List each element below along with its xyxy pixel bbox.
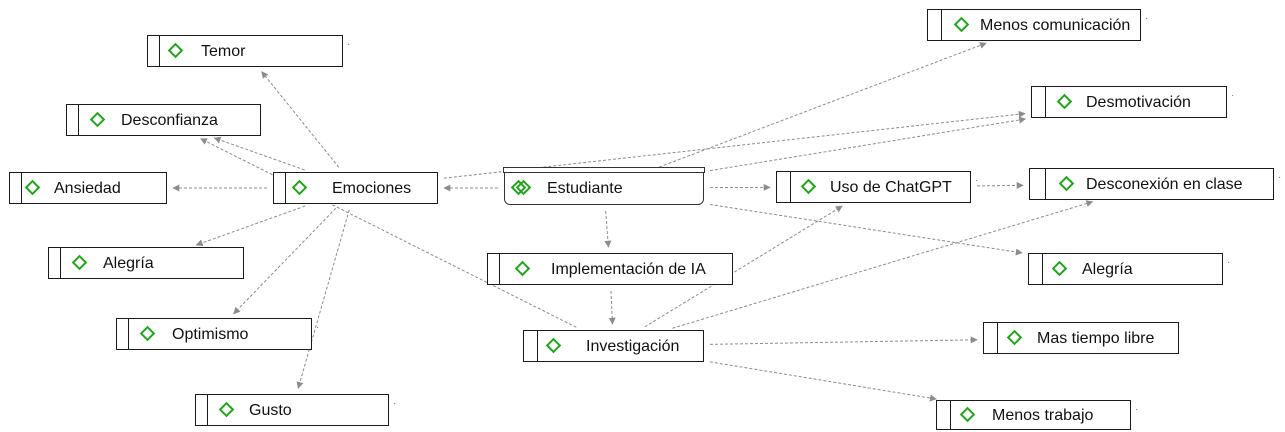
edge-emociones-to-desconfianza — [213, 136, 305, 171]
code-diamond-icon — [800, 178, 817, 195]
code-diamond-icon — [959, 406, 976, 423]
node-label: Uso de ChatGPT — [830, 179, 952, 196]
node-optimismo[interactable]: Optimismo . — [116, 318, 319, 350]
edge-investigacion-to-menos_trabajo — [709, 361, 937, 402]
code-diamond-icon — [545, 337, 562, 354]
node-label: Implementación de IA — [551, 261, 706, 278]
node-desconexion-en-clase[interactable]: Desconexión en clase . — [1029, 168, 1281, 200]
edge-investigacion-to-mas_tiempo — [709, 336, 978, 345]
edge-investigacion-to-uso_chatgpt — [644, 205, 843, 328]
node-alegria-left[interactable]: Alegría — [48, 247, 244, 279]
node-menos-comunicacion[interactable]: Menos comunicación . — [927, 9, 1148, 41]
edge-implementacion-to-investigacion — [608, 290, 616, 325]
edge-investigacion-to-desconfianza — [200, 138, 577, 328]
node-gusto[interactable]: Gusto . — [195, 394, 396, 426]
code-diamond-icon — [167, 42, 184, 59]
node-uso-de-chatgpt[interactable]: Uso de ChatGPT . — [776, 171, 978, 203]
node-mas-tiempo-libre[interactable]: Mas tiempo libre — [983, 322, 1179, 354]
node-label: Gusto — [249, 402, 292, 419]
code-diamond-icon — [71, 254, 88, 271]
node-label: Optimismo — [172, 326, 249, 343]
node-label: Ansiedad — [54, 180, 121, 197]
code-diamond-icon — [953, 16, 970, 33]
node-label: Menos trabajo — [992, 407, 1094, 424]
code-diamond-icon — [514, 260, 531, 277]
node-label: Menos comunicación — [980, 17, 1131, 34]
node-implementacion-ia[interactable]: Implementación de IA — [487, 253, 733, 285]
node-label: Desmotivación — [1086, 94, 1191, 111]
node-label: Emociones — [332, 180, 412, 197]
edge-estudiante-to-implementacion — [604, 210, 612, 248]
node-label: Temor — [201, 43, 246, 60]
node-label: Desconfianza — [121, 112, 218, 129]
edge-estudiante-to-alegria_right — [709, 203, 1023, 256]
edge-emociones-to-temor — [261, 71, 340, 168]
code-diamond-icon — [1058, 175, 1075, 192]
node-label: Mas tiempo libre — [1037, 330, 1155, 347]
node-menos-trabajo[interactable]: Menos trabajo . — [936, 400, 1138, 430]
edge-emociones-to-alegria_left — [195, 205, 306, 247]
code-diamond-icon — [1051, 260, 1068, 277]
code-diamond-icon — [24, 179, 41, 196]
node-label: Alegría — [1082, 261, 1133, 278]
edge-estudiante-to-desmotivacion — [709, 116, 1027, 172]
code-diamond-icon — [139, 325, 156, 342]
code-diamond-icon — [218, 401, 235, 418]
edge-estudiante-to-menos_comunicacion — [654, 42, 987, 170]
node-label: Alegría — [103, 255, 154, 272]
node-desconfianza[interactable]: Desconfianza — [66, 104, 261, 136]
node-temor[interactable]: Temor . — [147, 35, 350, 67]
edge-emociones-to-optimismo — [233, 207, 337, 315]
node-desmotivacion[interactable]: Desmotivación . — [1031, 86, 1234, 118]
node-alegria-right[interactable]: Alegría . — [1028, 253, 1230, 285]
code-diamond-icon — [291, 179, 308, 196]
node-label: Estudiante — [547, 180, 623, 197]
node-label: Desconexión en clase — [1086, 176, 1243, 193]
code-diamond-icon — [1006, 329, 1023, 346]
node-estudiante[interactable]: Estudiante — [503, 167, 705, 205]
node-emociones[interactable]: Emociones — [273, 172, 438, 204]
node-investigacion[interactable]: Investigación — [523, 330, 704, 362]
edge-investigacion-to-desconexion — [672, 200, 1094, 329]
node-label: Investigación — [586, 338, 680, 355]
code-diamond-icon — [1056, 93, 1073, 110]
node-ansiedad[interactable]: Ansiedad — [9, 172, 167, 204]
code-diamond-icon — [89, 111, 106, 128]
edge-emociones-to-gusto — [296, 209, 350, 389]
